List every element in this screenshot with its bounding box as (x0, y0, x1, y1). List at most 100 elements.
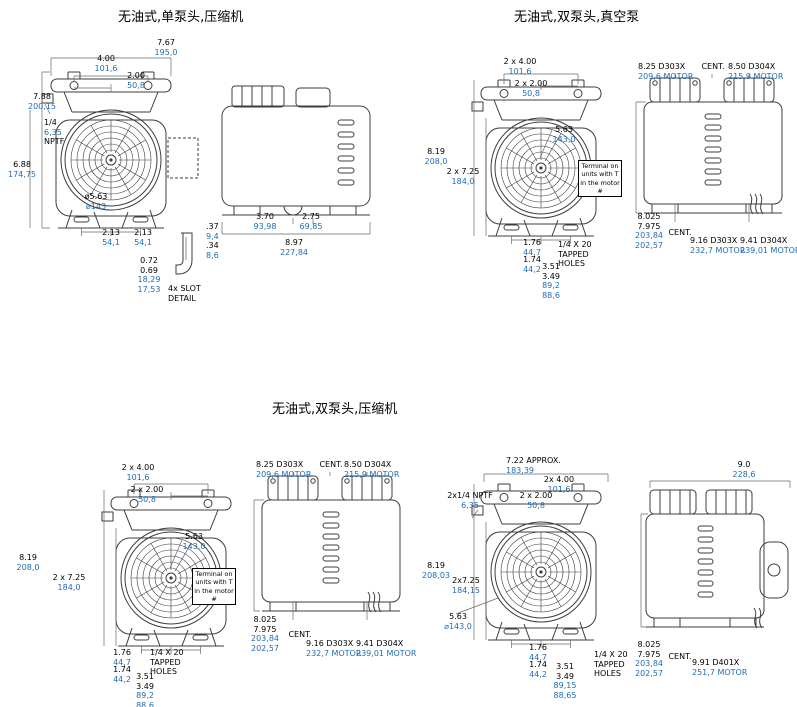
slot-detail-view (175, 232, 193, 275)
vac-dim-819: 8.19 208,0 (420, 147, 452, 166)
inch-value: 2 x 4.00 (503, 57, 537, 66)
comp-dim-174: 1.74 44,2 (108, 665, 136, 684)
port-size: 1/4 (44, 118, 57, 127)
mm-value: 101,6 (508, 66, 532, 76)
mm-value: 89,2 (542, 281, 560, 291)
tapped-l1: 1/4 X 20 (558, 240, 592, 249)
inch-value: 7.67 (157, 38, 175, 47)
tapped-l3: HOLES (594, 669, 621, 679)
inch-value: 2x 4.00 (543, 475, 575, 484)
inch-value: 8.025 (637, 212, 661, 221)
foot-dim-right: 2.13 54,1 (126, 228, 160, 247)
mm-value: 202,57 (635, 668, 663, 678)
inch-value: 9.41 D304X (740, 236, 788, 245)
inch-value: 3.51 (556, 662, 574, 671)
inch-value: 1.76 (529, 643, 547, 652)
comp2-dim-819: 8.19 208,03 (420, 561, 452, 580)
vac-base-stack: 3.51 3.49 89,2 88,6 (536, 262, 566, 300)
inch-value: 3.70 (256, 212, 274, 221)
inch-value: 2.13 (102, 228, 120, 237)
mm-value: 101,6 (126, 472, 150, 482)
inch-value: 2 x 2.00 (514, 79, 548, 88)
comp-fan-diameter: 5.63 143,0 (178, 532, 210, 551)
mm-value: 44,7 (113, 657, 131, 667)
mm-value: 209,6 MOTOR (256, 469, 312, 479)
mm-value: 93,98 (253, 221, 277, 231)
vac-fan-diameter: 5.63 143,0 (548, 125, 580, 144)
note-text: 4x SLOT DETAIL (168, 284, 201, 303)
mm-value: 44,2 (113, 674, 131, 684)
inch-value: 9.41 D304X (356, 639, 404, 648)
comp-side-height: 8.025 7.975 203,84 202,57 (250, 615, 280, 653)
inch-value: 3.49 (556, 671, 574, 681)
inch-value: 1.76 (523, 238, 541, 247)
comp-dim-2x400: 2 x 4.00 101,6 (112, 463, 164, 482)
inch-value: .34 (206, 241, 219, 251)
inch-value: 2 x 2.00 (519, 491, 553, 500)
dim-370: 3.70 93,98 (246, 212, 284, 231)
inch-value: 2.75 (302, 212, 320, 221)
vac-dim-174: 1.74 44,2 (518, 255, 546, 274)
title-dual-compressor: 无油式,双泵头,压缩机 (272, 402, 398, 417)
dim-depth-897: 8.97 227,84 (268, 238, 320, 257)
comp-cent-bot-label: CENT. (288, 630, 312, 640)
inch-value: 3.49 (136, 681, 154, 691)
port-size-mm: 6,35 (44, 127, 62, 137)
mm-value: 202,57 (635, 240, 663, 250)
comp2-side-width: 9.0 228,6 (726, 460, 762, 479)
comp-tapped-holes: 1/4 X 20 TAPPED HOLES (150, 648, 198, 677)
mm-value: 215,9 MOTOR (344, 469, 400, 479)
vac-cent-d303-bot: 9.16 D303X 232,7 MOTOR (690, 236, 745, 255)
mm-value: 50,8 (527, 500, 545, 510)
dim-height-788: 7.88 200,15 (24, 92, 60, 111)
mm-value: 143,0 (552, 134, 576, 144)
mm-value: 44,7 (529, 652, 547, 662)
inch-value: 8.19 (427, 561, 445, 570)
inch-value: 0.69 (140, 265, 158, 275)
port-size: 2x1/4 NPTF (447, 491, 493, 500)
dual-compressor-motor-side-view (640, 480, 791, 629)
comp-terminal-note: Terminal on units with T in the motor # (192, 568, 236, 606)
dim-height-688: 6.88 174,75 (4, 160, 40, 179)
vac-dim-2x725: 2 x 7.25 184,0 (440, 167, 486, 186)
mm-value: 208,0 (424, 156, 448, 166)
mm-value: 184,15 (452, 585, 480, 595)
slot-height-stack: 0.72 0.69 18,29 17,53 (134, 256, 164, 294)
inch-value: ø5.63 (84, 192, 108, 201)
tapped-l2: TAPPED (594, 659, 625, 669)
mm-value: 184,0 (451, 176, 475, 186)
vac-dim-176: 1.76 44,7 (518, 238, 546, 257)
mm-value: 89,2 (136, 691, 154, 701)
comp2-approx-width: 7.22 APPROX. 183,39 (506, 456, 576, 475)
comp-cent-top-label: CENT. (318, 460, 344, 470)
inch-value: 8.50 D304X (344, 460, 392, 469)
inch-value: 1.74 (523, 255, 541, 264)
inch-value: 0.72 (140, 256, 158, 265)
comp2-fan-diameter: 5.63 ⌀143,0 (440, 612, 476, 631)
comp2-side-height: 8.025 7.975 203,84 202,57 (634, 640, 664, 678)
comp-cent-d303-top: 8.25 D303X 209,6 MOTOR (256, 460, 314, 479)
inch-value: 9.16 D303X (690, 236, 738, 245)
mm-value: 228,6 (732, 469, 756, 479)
tapped-l3: HOLES (558, 259, 585, 269)
mm-value: 50,8 (127, 80, 145, 90)
inch-value: 9.91 D401X (692, 658, 740, 667)
mm-value: 203,84 (635, 231, 663, 241)
inch-value: 8.19 (19, 553, 37, 562)
dual-compressor-front-view (101, 483, 232, 654)
mm-value: 50,8 (522, 88, 540, 98)
comp2-tapped-holes: 1/4 X 20 TAPPED HOLES (594, 650, 642, 679)
title-single-compressor: 无油式,单泵头,压缩机 (118, 10, 244, 25)
vac-terminal-note: Terminal on units with T in the motor # (578, 160, 622, 198)
mm-value: ø143 (85, 201, 107, 211)
comp-cent-d304-top: 8.50 D304X 215,9 MOTOR (344, 460, 402, 479)
mm-value: 101,6 (547, 484, 571, 494)
comp2-dim-176: 1.76 44,7 (524, 643, 552, 662)
inch-value: 7.975 (637, 221, 661, 231)
comp-dim-2x200: 2 x 2.00 50,8 (124, 485, 170, 504)
inch-value: 2 x 2.00 (130, 485, 164, 494)
fan-diameter-label: ø5.63 ø143 (76, 192, 116, 211)
comp-dim-176: 1.76 44,7 (108, 648, 136, 667)
cent-text: CENT. (668, 228, 692, 237)
